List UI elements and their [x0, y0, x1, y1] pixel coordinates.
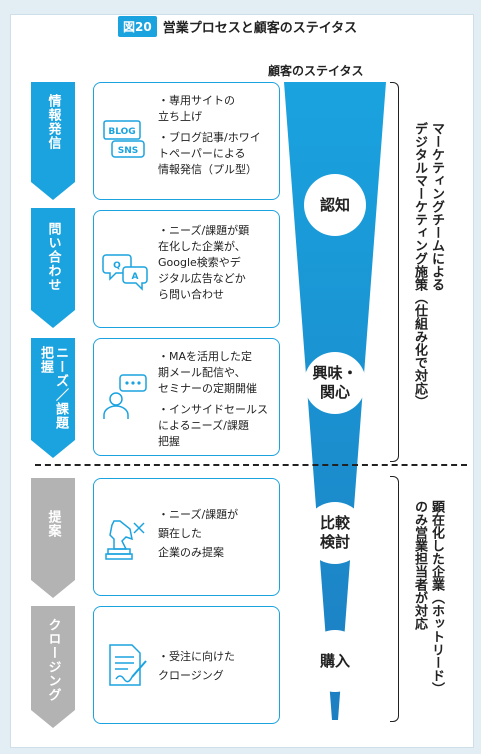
stage-box-1: BLOG SNS ・専用サイトの 立ち上げ ・ブログ記事/ホワイ トペーパーによ… [93, 82, 280, 200]
arrow-label-container-1: 情報発信 [31, 94, 75, 180]
bullet-item: ・インサイドセールス によるニーズ/課題 把握 [158, 403, 268, 448]
arrow-stage-2 [31, 208, 75, 328]
stage-5-bullets: ・受注に向けた クロージング [158, 647, 275, 690]
status-purchase: 購入 [304, 630, 366, 692]
arrow-label-container-5: クロージング [31, 618, 75, 708]
stage-1-bullets: ・専用サイトの 立ち上げ ・ブログ記事/ホワイ トペーパーによる 情報発信（プル… [158, 93, 275, 183]
chess-knight-icon [105, 520, 145, 560]
marketing-side-label: マーケティングチームによる デジタルマーケティング施策（仕組み化で対応） [412, 122, 444, 408]
status-awareness: 認知 [304, 174, 366, 236]
stage-box-2: Q A ・ニーズ/課題が顕 在化した企業が、 Google検索やデ ジタル広告な… [93, 210, 280, 328]
qa-chat-icon: Q A [102, 254, 148, 291]
svg-text:BLOG: BLOG [108, 127, 135, 137]
arrow-label-1: 情報発信 [45, 94, 61, 150]
arrow-label-4: 提案 [45, 510, 61, 538]
stage-box-4: ・ニーズ/課題が 顕在した 企業のみ提案 [93, 478, 280, 596]
arrow-label-container-4: 提案 [31, 510, 75, 570]
stage-3-bullets: ・MAを活用した定 期メール配信や、 セミナーの定期開催 ・インサイドセールス … [158, 349, 275, 455]
svg-text:A: A [132, 272, 139, 282]
stage-2-bullets: ・ニーズ/課題が顕 在化した企業が、 Google検索やデ ジタル広告などか ら… [158, 223, 275, 308]
status-interest: 興味・ 関心 [304, 352, 366, 414]
arrow-stage-5 [31, 606, 75, 728]
bullet-item: ・専用サイトの 立ち上げ [158, 94, 235, 123]
arrow-stage-4 [31, 478, 75, 598]
bullet-item: ・ニーズ/課題が 顕在した 企業のみ提案 [158, 508, 239, 559]
arrow-label-container-3: ニーズ／課題把握 [31, 346, 75, 440]
stage-box-5: ・受注に向けた クロージング [93, 606, 280, 724]
status-column-header: 顧客のステイタス [268, 64, 364, 78]
contract-signing-icon [109, 644, 147, 686]
arrow-label-3: ニーズ／課題把握 [38, 346, 68, 430]
arrow-stage-1 [31, 82, 75, 200]
figure-number-badge: 図20 [118, 15, 157, 37]
bullet-item: ・ブログ記事/ホワイ トペーパーによる 情報発信（プル型） [158, 131, 261, 176]
stage-box-3: ・MAを活用した定 期メール配信や、 セミナーの定期開催 ・インサイドセールス … [93, 338, 280, 456]
blog-sns-icon: BLOG SNS [103, 120, 145, 158]
stage-4-bullets: ・ニーズ/課題が 顕在した 企業のみ提案 [158, 505, 275, 567]
arrow-label-2: 問い合わせ [45, 222, 61, 292]
arrow-label-5: クロージング [45, 618, 61, 702]
figure-title: 営業プロセスと顧客のステイタス [162, 20, 358, 36]
sales-side-label: 顕在化した企業（ホットリード） のみ営業担当者が対応 [412, 500, 444, 695]
sales-bracket [390, 476, 399, 722]
person-speech-icon [103, 374, 147, 419]
svg-text:SNS: SNS [118, 146, 139, 156]
status-comparison: 比較 検討 [304, 502, 366, 564]
bullet-item: ・MAを活用した定 期メール配信や、 セミナーの定期開催 [158, 350, 257, 395]
stage-divider [35, 464, 467, 466]
marketing-bracket [390, 82, 399, 462]
bullet-item: ・受注に向けた クロージング [158, 650, 235, 682]
figure-header: 図20 営業プロセスと顧客のステイタス [118, 14, 357, 38]
svg-text:Q: Q [113, 261, 121, 271]
bullet-item: ・ニーズ/課題が顕 在化した企業が、 Google検索やデ ジタル広告などか ら… [158, 224, 250, 301]
arrow-label-container-2: 問い合わせ [31, 222, 75, 308]
arrow-stage-3 [31, 338, 75, 458]
